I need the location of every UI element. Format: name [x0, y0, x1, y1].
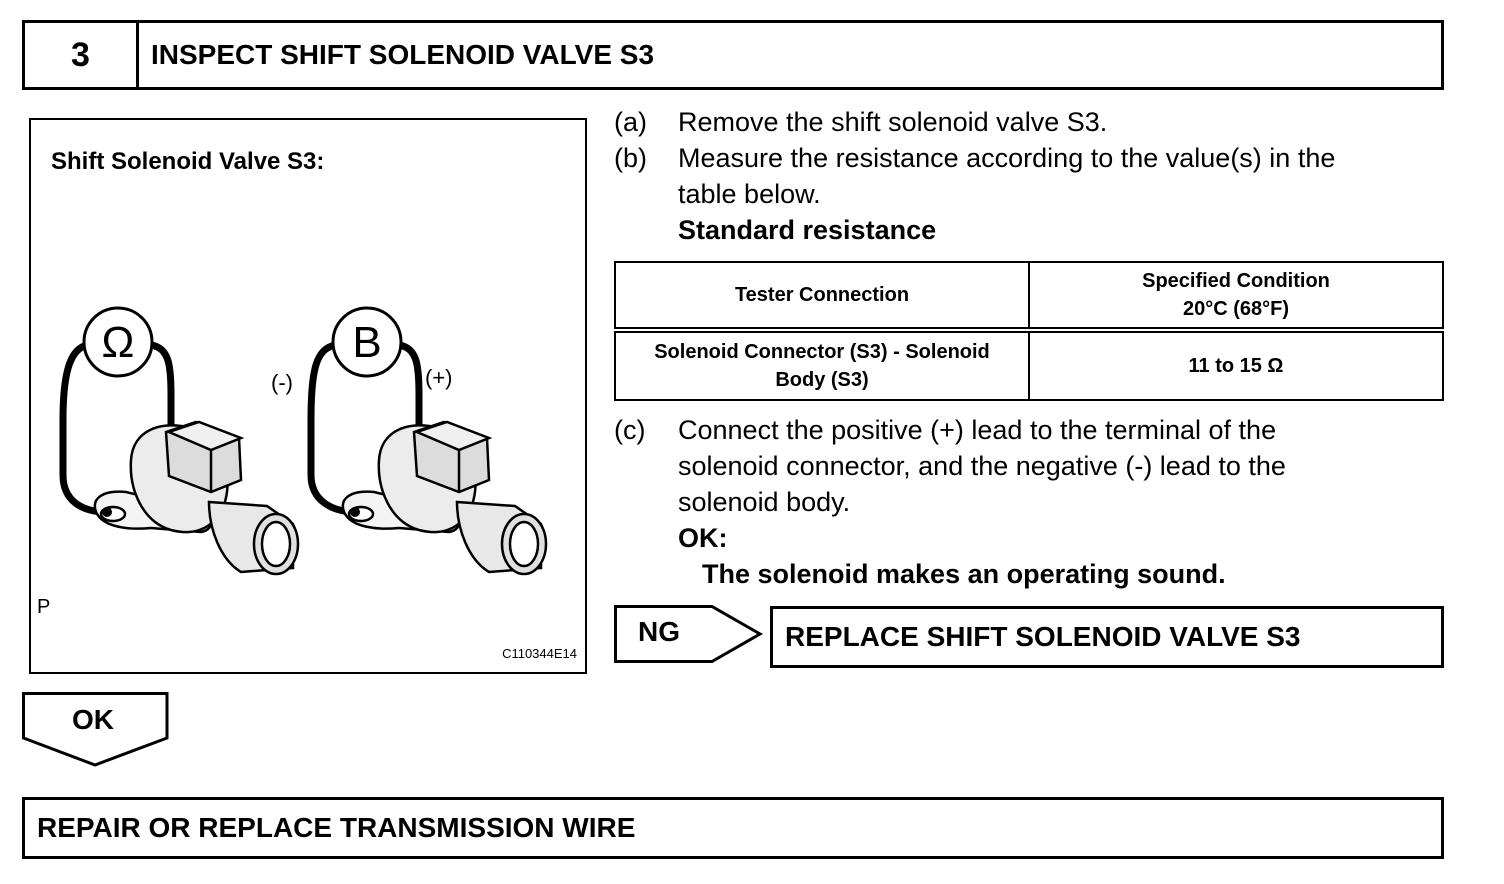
instruction-c-label: (c) [614, 415, 646, 445]
instruction-b-label: (b) [614, 143, 647, 173]
ok-condition-label: OK: [678, 523, 728, 553]
ok-condition-text: The solenoid makes an operating sound. [702, 559, 1226, 589]
figure-caption: Shift Solenoid Valve S3: [51, 148, 325, 175]
instruction-b-line2: table below. [678, 179, 821, 209]
ng-action-box: REPLACE SHIFT SOLENOID VALVE S3 [770, 606, 1444, 668]
solenoid-left [93, 420, 300, 576]
resistance-table: Tester Connection Specified Condition 20… [614, 261, 1444, 401]
plus-label: (+) [425, 365, 453, 390]
step-number: 3 [25, 23, 139, 87]
step-title: INSPECT SHIFT SOLENOID VALVE S3 [151, 39, 655, 70]
ohmmeter-icon [82, 306, 154, 378]
step-header: 3 INSPECT SHIFT SOLENOID VALVE S3 [22, 20, 1444, 90]
instruction-c-line1: Connect the positive (+) lead to the ter… [678, 415, 1277, 445]
figure-code: C110344E14 [502, 646, 577, 661]
battery-symbol: B [352, 318, 381, 367]
cell-condition: 11 to 15 Ω [1028, 329, 1444, 401]
minus-label: (-) [271, 370, 293, 395]
figure-corner-label: P [37, 596, 51, 618]
ok-label: OK [72, 704, 114, 735]
ng-arrow-icon [614, 605, 764, 663]
header-specified-condition: Specified Condition 20°C (68°F) [1028, 261, 1444, 333]
instruction-a-label: (a) [614, 107, 647, 137]
instruction-c-line2: solenoid connector, and the negative (-)… [678, 451, 1286, 481]
battery-lead-positive [398, 341, 423, 425]
ok-arrow-icon [22, 692, 169, 767]
header-tester-connection: Tester Connection [614, 261, 1030, 333]
ng-label: NG [638, 616, 680, 647]
instruction-a-text: Remove the shift solenoid valve S3. [678, 107, 1108, 137]
battery-icon [331, 306, 403, 378]
solenoid-figure: Ω B (-) (+) [29, 118, 587, 674]
ground-dot-left [102, 507, 112, 517]
cell-connection: Solenoid Connector (S3) - Solenoid Body … [614, 329, 1030, 401]
instruction-b-line1: Measure the resistance according to the … [678, 143, 1336, 173]
ok-action-box: REPAIR OR REPLACE TRANSMISSION WIRE [22, 797, 1444, 859]
ohmmeter-lead-left [59, 341, 108, 516]
cell-connection-line1: Solenoid Connector (S3) - Solenoid [654, 341, 990, 363]
battery-lead-negative [307, 341, 358, 516]
table-row: Solenoid Connector (S3) - Solenoid Body … [614, 329, 1444, 401]
ohmmeter-lead-right [150, 341, 175, 425]
standard-resistance-heading: Standard resistance [678, 215, 937, 245]
instruction-c-line3: solenoid body. [678, 487, 851, 517]
header-specified-condition-line1: Specified Condition [1142, 270, 1330, 292]
ohm-symbol: Ω [102, 318, 135, 367]
cell-connection-line2: Body (S3) [775, 369, 869, 391]
solenoid-right [341, 420, 548, 576]
solenoid-illustration: Ω B (-) (+) [59, 306, 548, 576]
ground-dot-right [350, 507, 360, 517]
header-specified-condition-line2: 20°C (68°F) [1182, 298, 1290, 320]
table-header-row: Tester Connection Specified Condition 20… [614, 261, 1444, 333]
